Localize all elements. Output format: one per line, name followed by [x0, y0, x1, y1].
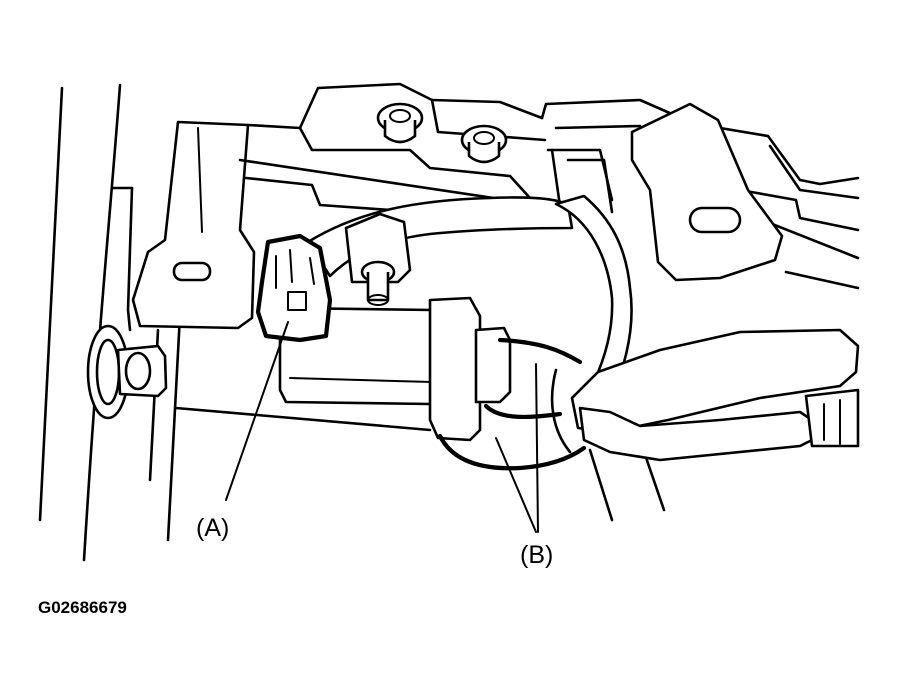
callout-a: (A) — [196, 514, 229, 542]
vacuum-valve — [344, 212, 412, 306]
harness-b — [437, 337, 587, 471]
figure-code: G02686679 — [38, 598, 127, 617]
right-bracket — [630, 102, 784, 282]
mounting-bolt — [86, 324, 168, 420]
connector-a — [255, 233, 333, 343]
leader-lines — [225, 321, 539, 533]
housing-bolts — [376, 102, 508, 164]
linkage-arm — [570, 328, 860, 462]
callout-b: (B) — [520, 541, 553, 569]
mounting-bracket — [131, 120, 256, 330]
